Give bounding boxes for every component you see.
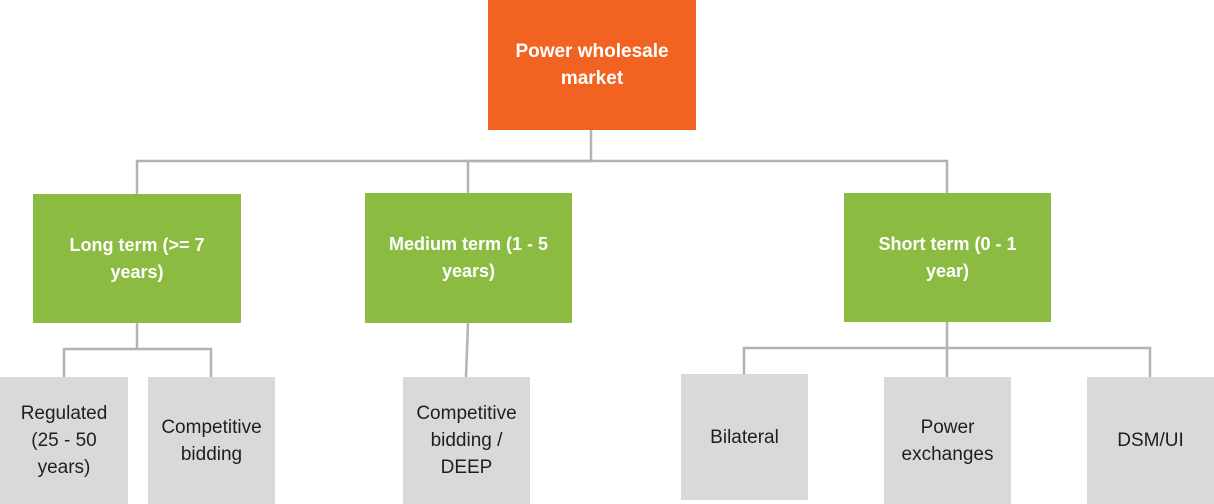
instrument-node-power-exchanges-label: Power exchanges	[901, 416, 994, 465]
connector-long-term-regulated	[62, 323, 139, 377]
connector-root-medium-term	[466, 159, 591, 193]
instrument-node-bilateral: Bilateral	[681, 374, 808, 500]
connector-long-term-competitive	[137, 347, 213, 377]
instrument-node-bilateral-label: Bilateral	[710, 426, 779, 448]
connector-medium-term-deep	[464, 322, 470, 378]
connector-root-short-term	[591, 159, 949, 193]
term-node-long: Long term (>= 7 years)	[33, 194, 241, 323]
term-node-short-label: Short term (0 - 1 year)	[878, 233, 1017, 281]
root-node: Power wholesale market	[488, 0, 696, 130]
instrument-node-regulated: Regulated (25 - 50 years)	[0, 377, 128, 504]
instrument-node-regulated-label: Regulated (25 - 50 years)	[20, 403, 108, 478]
term-node-medium-label: Medium term (1 - 5 years)	[388, 234, 549, 281]
instrument-node-dsm-ui-label: DSM/UI	[1117, 430, 1184, 451]
connector-short-term-bilateral	[742, 322, 949, 374]
term-node-medium: Medium term (1 - 5 years)	[365, 193, 572, 323]
term-node-long-label: Long term (>= 7 years)	[69, 234, 205, 282]
term-node-short: Short term (0 - 1 year)	[844, 193, 1051, 322]
root-node-label: Power wholesale market	[515, 41, 669, 89]
connector-short-term-dsm	[947, 346, 1152, 377]
connector-root-long-term	[135, 130, 593, 194]
instrument-node-dsm-ui: DSM/UI	[1087, 377, 1214, 504]
instrument-node-power-exchanges: Power exchanges	[884, 377, 1011, 504]
instrument-node-competitive-bidding-label: Competitive bidding	[161, 416, 262, 465]
instrument-node-competitive-bidding: Competitive bidding	[148, 377, 275, 504]
instrument-node-competitive-bidding-deep: Competitive bidding / DEEP	[403, 377, 530, 504]
instrument-node-competitive-bidding-deep-label: Competitive bidding / DEEP	[416, 403, 517, 478]
